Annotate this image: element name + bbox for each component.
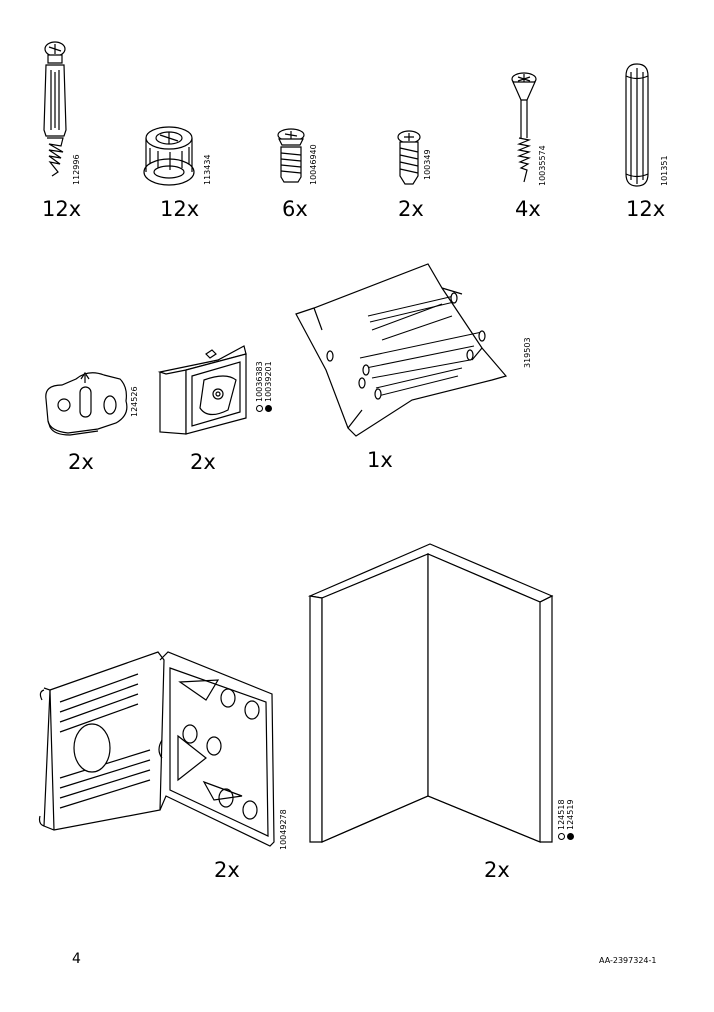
part-corner-panel: 124518 124519 [308,540,588,850]
quantity-label: 2x [484,858,510,882]
part-metal-bracket: 10049278 [38,640,298,855]
wood-dowel-icon [620,62,655,190]
cam-lock-icon [140,120,215,190]
code-row-dark: 10039201 [264,361,273,412]
quantity-label: 4x [515,197,541,221]
document-id: AA-2397324-1 [599,956,657,965]
quantity-label: 2x [68,450,94,474]
part-code-light: 124518 [557,799,566,830]
part-code-pair: 124518 124519 [557,799,575,840]
part-code: 10049278 [279,809,288,850]
wall-clip-icon [40,365,135,440]
part-code-light: 10036383 [255,361,264,402]
nail-bag-icon [292,260,512,445]
small-screw-icon [392,128,427,190]
quantity-label: 6x [282,197,308,221]
part-code-dark: 10039201 [264,361,273,402]
quantity-label: 2x [398,197,424,221]
part-code: 319503 [523,337,532,368]
part-code: 112996 [72,154,81,185]
part-code: 113434 [203,154,212,185]
part-code-pair: 10036383 10039201 [255,361,273,412]
part-code: 10046940 [309,144,318,185]
shelf-bracket-icon [156,340,256,440]
part-wood-dowel: 101351 [620,62,670,190]
corner-panel-icon [308,540,558,850]
part-shelf-bracket: 10036383 10039201 [156,340,281,440]
code-row-light: 124518 [557,799,566,840]
part-code-dark: 124519 [566,799,575,830]
page-number: 4 [72,951,81,967]
dowel-bolt-icon [40,40,80,190]
quantity-label: 2x [214,858,240,882]
part-code: 124526 [130,386,139,417]
part-code: 100349 [423,149,432,180]
black-finish-icon [567,833,574,840]
quantity-label: 1x [367,448,393,472]
quantity-label: 12x [626,197,666,221]
white-finish-icon [256,405,263,412]
code-row-light: 10036383 [255,361,264,412]
code-row-dark: 124519 [566,799,575,840]
part-nail-bag: 319503 [292,260,552,445]
part-short-screw: 10046940 [272,125,332,190]
part-long-screw: 10035574 [508,70,558,190]
short-screw-icon [272,125,312,190]
part-code: 10035574 [538,145,547,186]
part-cam-lock: 113434 [140,120,215,190]
black-finish-icon [265,405,272,412]
white-finish-icon [558,833,565,840]
part-small-screw: 100349 [392,128,442,190]
part-code: 101351 [660,155,669,186]
quantity-label: 2x [190,450,216,474]
long-screw-icon [508,70,548,190]
metal-bracket-icon [38,640,278,855]
part-dowel-bolt: 112996 [40,40,90,190]
part-wall-clip: 124526 [40,365,140,440]
quantity-label: 12x [160,197,200,221]
quantity-label: 12x [42,197,82,221]
